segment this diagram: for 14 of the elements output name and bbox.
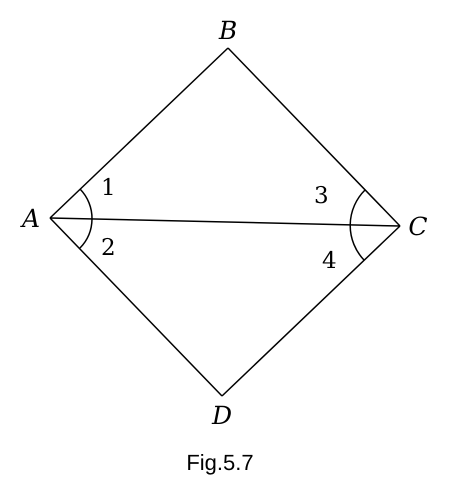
figure-caption: Fig.5.7 [186, 450, 254, 475]
angle-number: 3 [314, 185, 329, 208]
vertex-label: A [22, 206, 40, 230]
line-segment [50, 217, 400, 227]
line-segment [227, 47, 401, 227]
vertex-label: D [212, 402, 232, 428]
vertex-label: B [218, 18, 238, 42]
angle-number: 4 [322, 250, 337, 273]
line-segment [221, 225, 401, 397]
angle-number: 2 [101, 237, 116, 260]
vertex-label: C [408, 214, 428, 238]
line-segment [49, 217, 223, 397]
line-segment [49, 47, 229, 219]
angle-number: 1 [101, 177, 116, 200]
